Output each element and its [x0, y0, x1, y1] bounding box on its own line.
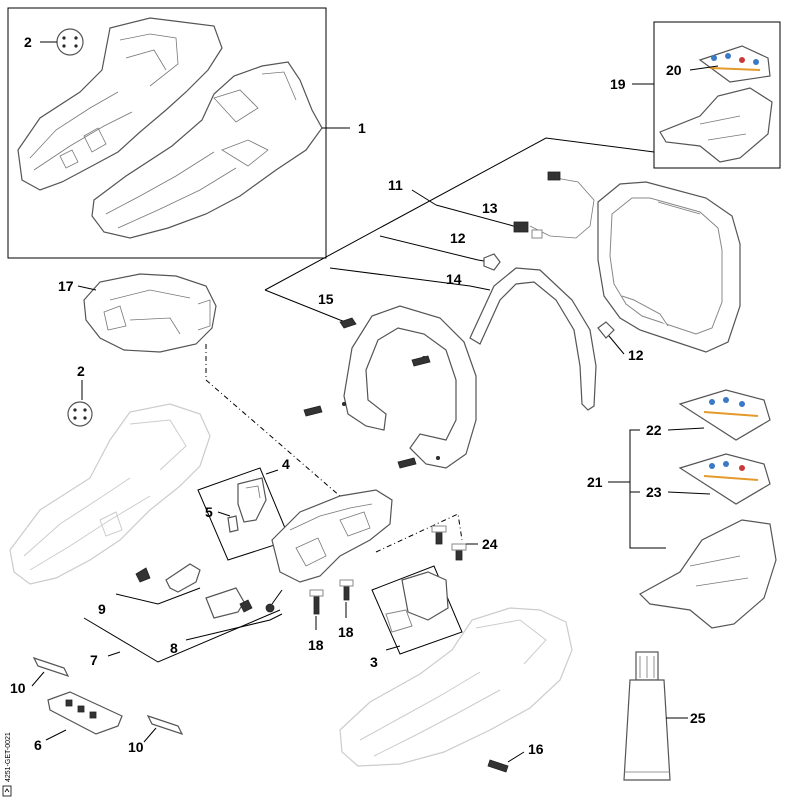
callout-15: 15 [318, 291, 334, 307]
leader-13 [435, 204, 521, 229]
ghost-housing-left [9, 403, 211, 585]
clip-12-right [597, 321, 615, 339]
cover-6 [47, 691, 123, 735]
handle-cover-19 [659, 87, 773, 163]
callout-5: 5 [205, 504, 213, 520]
drawing-code-block: 4251-GET-0021 [2, 732, 12, 797]
leader-7 [107, 651, 121, 657]
housing-left-half [17, 17, 223, 191]
callout-2-top: 2 [24, 34, 32, 50]
central-mount [271, 489, 393, 583]
clip-12-top [483, 253, 501, 271]
callout-25: 25 [690, 710, 706, 726]
screw-15-c [303, 405, 323, 417]
switch-4 [237, 477, 267, 523]
callout-6: 6 [34, 737, 42, 753]
callout-12-right: 12 [628, 347, 644, 363]
housing-assembly-frame [7, 7, 327, 259]
wiring-harness-13 [513, 171, 595, 239]
callout-22: 22 [646, 422, 662, 438]
callout-23: 23 [646, 484, 662, 500]
screw-15-d [397, 457, 417, 469]
leader-tree-11 [264, 137, 655, 291]
leader-17 [77, 285, 97, 291]
callout-11: 11 [388, 177, 403, 193]
drawing-code: 4251-GET-0021 [5, 732, 12, 782]
callout-1: 1 [358, 120, 366, 136]
callout-24: 24 [482, 536, 498, 552]
cover-17 [83, 273, 217, 353]
strip-10-a [32, 656, 70, 678]
screw-24-b [451, 543, 467, 561]
leader-12-top [379, 235, 491, 263]
handle-loop [341, 305, 477, 469]
callout-9: 9 [98, 601, 106, 617]
leader-6 [45, 729, 67, 741]
leader-4 [265, 469, 279, 475]
callout-14: 14 [446, 271, 462, 287]
lever-8 [205, 587, 253, 619]
strip-10-b [146, 714, 184, 736]
leader-14 [329, 267, 491, 291]
callout-3: 3 [370, 654, 378, 670]
handle-kit-frame [653, 21, 781, 169]
leader-16 [507, 751, 525, 763]
ghost-housing-bottom [339, 607, 573, 767]
callout-8: 8 [170, 640, 178, 656]
leader-11 [411, 189, 437, 206]
callout-21: 21 [587, 474, 603, 490]
callout-19: 19 [610, 76, 626, 92]
leader-8 [185, 613, 283, 641]
callout-12-top: 12 [450, 230, 466, 246]
front-handle-frame [597, 181, 741, 353]
bow-handle-14 [469, 267, 597, 411]
spring-8 [265, 589, 283, 613]
screw-18-a [309, 589, 324, 615]
pad-3 [385, 571, 449, 633]
callout-2-mid: 2 [77, 363, 85, 379]
callout-13: 13 [482, 200, 498, 216]
warning-label-22 [678, 389, 771, 441]
callout-18-b: 18 [338, 624, 354, 640]
leader-22-b [667, 427, 705, 431]
gasket-2-mid [67, 401, 93, 427]
screw-18-b [339, 579, 354, 601]
leader-15 [264, 289, 347, 323]
handle-cover-21 [639, 519, 777, 629]
callout-17: 17 [58, 278, 74, 294]
leader-23 [667, 491, 711, 495]
screw-15-a [339, 317, 357, 329]
switch-lever-5 [227, 515, 239, 533]
callout-10-a: 10 [10, 680, 26, 696]
screw-15-b [411, 355, 431, 367]
callout-20: 20 [666, 62, 682, 78]
grease-tube-25 [623, 651, 671, 781]
callout-4: 4 [282, 456, 290, 472]
leader-10-b [143, 727, 157, 743]
screw-24-a [431, 525, 447, 545]
leader-3 [385, 645, 401, 651]
document-corner-icon [2, 785, 12, 797]
callout-18-a: 18 [308, 637, 324, 653]
leader-5 [217, 511, 231, 517]
dash-17 [205, 344, 357, 511]
leader-9 [115, 587, 201, 605]
callout-7: 7 [90, 652, 98, 668]
leader-20 [689, 65, 719, 71]
callout-16: 16 [528, 741, 544, 757]
callout-10-b: 10 [128, 739, 144, 755]
screw-16 [487, 759, 509, 773]
warning-label-23 [678, 453, 771, 505]
warning-label-20 [698, 45, 771, 83]
knob-9 [135, 567, 151, 583]
housing-right-half [91, 61, 323, 239]
frame-3 [371, 565, 463, 655]
leader-10-a [31, 671, 45, 687]
gasket-2-top [56, 28, 84, 56]
trigger-9 [165, 563, 201, 593]
